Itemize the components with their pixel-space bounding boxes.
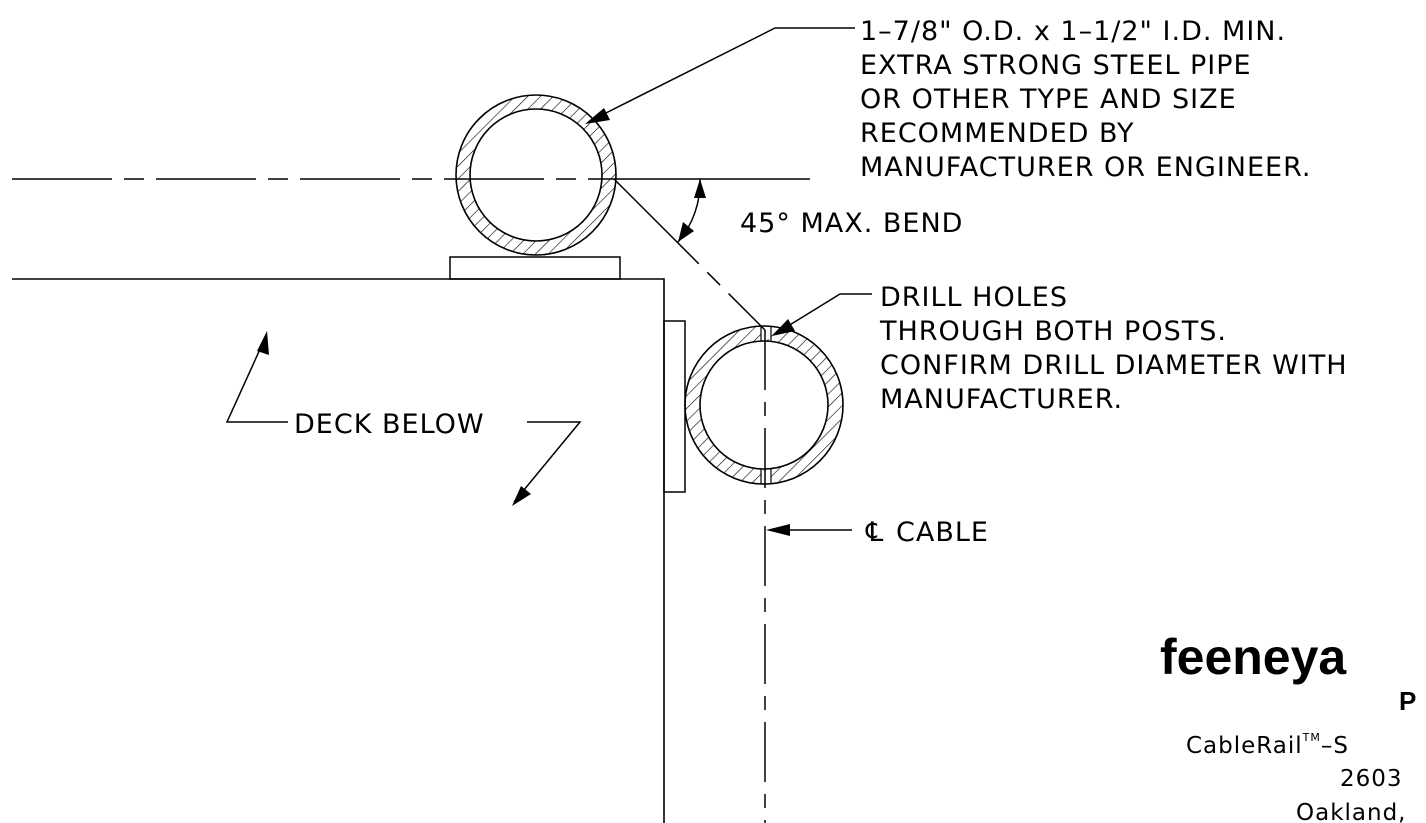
cable-leader-arrow xyxy=(766,524,790,536)
drill-leader-arrow xyxy=(772,319,795,336)
bend-note: 45° MAX. BEND xyxy=(740,208,963,239)
pipe-note: 1–7/8" O.D. x 1–1/2" I.D. MIN. EXTRA STR… xyxy=(860,16,1311,183)
base-plate xyxy=(449,256,621,280)
product-suffix: –S xyxy=(1321,733,1349,759)
drill-note-line-2: THROUGH BOTH POSTS. xyxy=(879,316,1227,347)
pipe-note-line-2: EXTRA STRONG STEEL PIPE xyxy=(860,50,1252,81)
drill-note-line-4: MANUFACTURER. xyxy=(880,384,1123,415)
arc-arrow-bottom xyxy=(678,222,694,242)
company-logo-sub: P xyxy=(1399,686,1416,716)
company-logo: feeneya xyxy=(1160,629,1347,685)
product-name: CableRailTM–S xyxy=(1186,731,1349,759)
deck-post xyxy=(12,278,665,823)
drill-note-line-1: DRILL HOLES xyxy=(880,282,1068,313)
deck-leader-left xyxy=(225,335,288,423)
trademark-symbol: TM xyxy=(1302,731,1321,744)
deck-leader-left-arrow xyxy=(257,331,269,355)
pipe-leader-arrow xyxy=(585,108,610,124)
drill-note: DRILL HOLES THROUGH BOTH POSTS. CONFIRM … xyxy=(879,282,1348,415)
side-plate xyxy=(663,320,686,493)
cable-label: CABLE xyxy=(896,517,989,548)
pipe-leader xyxy=(595,27,855,119)
bend-line xyxy=(613,178,766,331)
drill-leader xyxy=(779,293,872,332)
drill-note-line-3: CONFIRM DRILL DIAMETER WITH xyxy=(880,350,1348,381)
centerline-symbol: ℄ xyxy=(865,517,884,548)
pipe-note-line-4: RECOMMENDED BY xyxy=(860,118,1135,149)
address-line-2: Oakland, xyxy=(1296,800,1407,823)
pipe-note-line-1: 1–7/8" O.D. x 1–1/2" I.D. MIN. xyxy=(860,16,1286,47)
deck-label: DECK BELOW xyxy=(294,409,485,440)
pipe-note-line-5: MANUFACTURER OR ENGINEER. xyxy=(860,152,1311,183)
deck-leader-right-arrow xyxy=(512,486,531,506)
deck-leader-right xyxy=(513,421,582,503)
arc-arrow-top xyxy=(694,179,706,198)
pipe-note-line-3: OR OTHER TYPE AND SIZE xyxy=(860,84,1237,115)
address-line-1: 2603 xyxy=(1340,766,1403,792)
product-name-text: CableRail xyxy=(1186,733,1303,759)
title-block: feeneya P CableRailTM–S 2603 Oakland, xyxy=(1160,629,1416,823)
